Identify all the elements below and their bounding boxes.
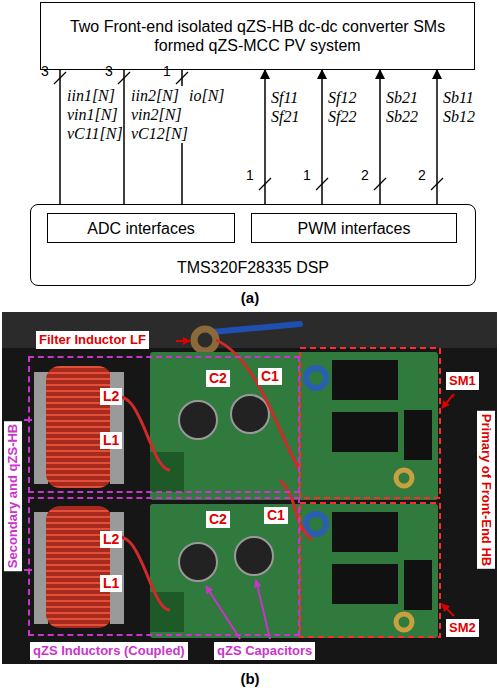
- bus-width-number: 1: [303, 167, 311, 183]
- signal-label: Sf11 Sf21: [271, 88, 299, 126]
- block-text: PWM interfaces: [298, 219, 411, 238]
- small-inductor: [396, 614, 412, 630]
- block-text: Two Front-end isolated qZS-HB dc-dc conv…: [55, 17, 460, 55]
- blue-toroid: [306, 368, 326, 388]
- annotation-label: SM1: [446, 372, 479, 390]
- capacitor: [179, 543, 217, 581]
- relay: [332, 412, 398, 452]
- annotation-label: SM2: [446, 619, 479, 637]
- submodule-region: [300, 348, 440, 498]
- signal-label: Sb21 Sb22: [386, 88, 418, 126]
- part-label: L2: [100, 531, 122, 548]
- signal-arrow: [321, 70, 323, 213]
- bus-width-number: 2: [418, 167, 426, 183]
- leader-arrow: [206, 586, 240, 639]
- annotation-label: qZS Capacitors: [214, 642, 315, 660]
- annotation-label: Secondary and qZS-HB: [4, 421, 22, 571]
- part-label: C1: [258, 368, 282, 385]
- wire: [112, 537, 170, 610]
- block-text: TMS320F28335 DSP: [31, 259, 475, 277]
- block-box: ADC interfaces: [47, 213, 235, 243]
- signal-label: iin2[N] vin2[N] vC12[N]: [131, 86, 188, 143]
- bus-slashes: [54, 72, 443, 190]
- signal-arrow: [59, 70, 61, 213]
- annotation-label: Primary of Front-End HB: [477, 411, 495, 569]
- subfigure-label: (b): [240, 670, 259, 687]
- leader-arrow: [442, 394, 454, 408]
- part-label: L1: [100, 575, 122, 592]
- relay: [332, 564, 398, 604]
- part-label: L1: [100, 432, 122, 449]
- block-box: Two Front-end isolated qZS-HB dc-dc conv…: [40, 2, 475, 70]
- block-text: ADC interfaces: [87, 219, 195, 238]
- bus-width-number: 1: [246, 167, 254, 183]
- photo-background: [2, 312, 497, 664]
- signal-arrow: [264, 70, 266, 213]
- transformer-core: [34, 512, 48, 624]
- annotation-label: Filter Inductor LF: [36, 331, 149, 349]
- signal-arrow: [436, 70, 438, 213]
- coil-winding: [46, 366, 112, 488]
- relay: [332, 512, 398, 552]
- bus-width-number: 3: [105, 63, 113, 79]
- signal-label: Sf12 Sf22: [328, 88, 356, 126]
- transformer-core: [110, 512, 124, 624]
- subfigure-label: (a): [241, 289, 259, 306]
- part-label: C2: [206, 511, 230, 528]
- filter-inductor-toroid: [194, 329, 216, 351]
- component-group-region: L2L1 C2 C1: [28, 497, 300, 636]
- relay: [404, 560, 432, 610]
- pcb-board: [150, 352, 438, 500]
- submodule-region: [300, 503, 440, 637]
- pen: [212, 324, 300, 332]
- bus-width-number: 3: [41, 63, 49, 79]
- capacitor: [235, 537, 273, 575]
- table-surface: [2, 312, 497, 348]
- wire: [216, 340, 300, 470]
- leader-arrow: [176, 340, 190, 342]
- component-group-region: L2L1 C2 C1: [28, 356, 300, 493]
- part-label: L2: [100, 388, 122, 405]
- wires: [112, 340, 312, 610]
- connector-group: [60, 70, 437, 213]
- leader-arrow: [256, 580, 270, 639]
- terminal-block: [150, 592, 184, 632]
- signal-label: iin1[N] vin1[N] vC11[N]: [67, 86, 123, 143]
- terminal-block: [150, 452, 184, 492]
- controller-box: ADC interfaces PWM interfacesTMS320F28335…: [30, 204, 476, 286]
- bus-width-number: 1: [163, 63, 171, 79]
- small-inductor: [396, 470, 412, 486]
- part-label: C1: [264, 507, 288, 524]
- signal-label: io[N]: [189, 86, 225, 105]
- relay: [332, 360, 398, 400]
- annotation-label: qZS Inductors (Coupled): [30, 642, 188, 660]
- coil-winding: [46, 506, 112, 628]
- blue-toroid: [306, 514, 326, 534]
- transformer-core: [34, 372, 48, 484]
- leader-arrow: [442, 604, 454, 616]
- part-label: C2: [206, 370, 230, 387]
- capacitor: [179, 401, 217, 439]
- relay: [404, 410, 432, 460]
- block-box: PWM interfaces: [251, 213, 457, 243]
- signal-arrow: [123, 70, 125, 213]
- bus-width-number: 2: [361, 167, 369, 183]
- signal-label: Sb11 Sb12: [443, 88, 475, 126]
- signal-arrow: [379, 70, 381, 213]
- capacitor: [231, 395, 269, 433]
- pcb-board: [150, 504, 438, 638]
